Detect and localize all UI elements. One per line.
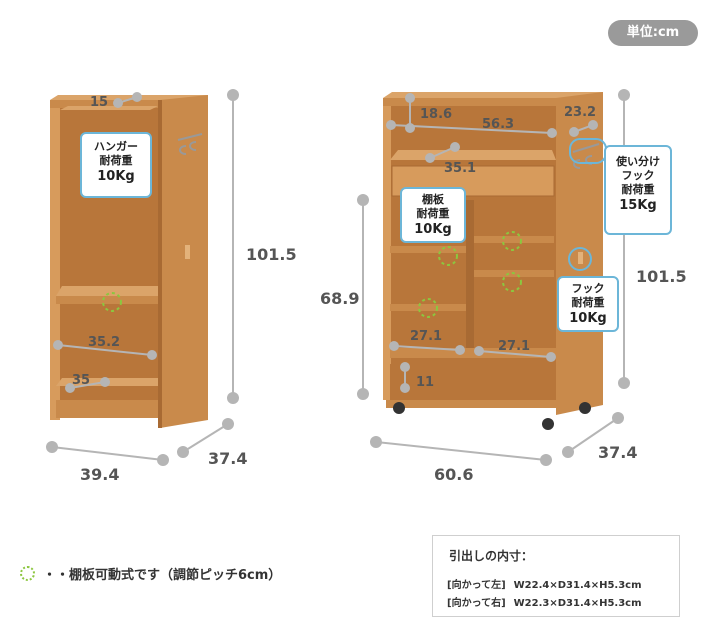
callout-multi-hook-line2: フック — [621, 169, 655, 182]
callout-shelf-line1: 棚板 — [422, 193, 444, 206]
right-dim-depth: 37.4 — [598, 443, 637, 462]
right-dim-inner-left: 27.1 — [410, 329, 442, 344]
left-dim-bottom-shelf: 35 — [72, 373, 90, 388]
callout-hook-line2: 耐荷重 — [571, 296, 605, 309]
callout-shelf-load: 棚板 耐荷重 10Kg — [400, 187, 466, 243]
drawer-row-value: W22.3×D31.4×H5.3cm — [513, 598, 642, 609]
drawer-info-title: 引出しの内寸： — [449, 549, 534, 563]
callout-shelf-load-value: 10Kg — [414, 222, 452, 237]
drawer-info-row-left: [向かって左] W22.4×D31.4×H5.3cm — [447, 576, 642, 591]
callout-hook-load: フック 耐荷重 10Kg — [557, 276, 619, 332]
callout-multi-hook-line1: 使い分け — [616, 155, 660, 168]
drawer-row-value: W22.4×D31.4×H5.3cm — [513, 580, 642, 591]
right-dim-width: 60.6 — [434, 465, 473, 484]
drawer-info-row-right: [向かって右] W22.3×D31.4×H5.3cm — [447, 594, 642, 609]
callout-hanger-load: ハンガー 耐荷重 10Kg — [80, 132, 152, 198]
callout-hanger-line2: 耐荷重 — [99, 154, 133, 167]
callout-multi-hook-line3: 耐荷重 — [621, 183, 655, 196]
unit-badge: 単位:cm — [608, 20, 698, 46]
right-dim-inner-right: 27.1 — [498, 339, 530, 354]
callout-hook-load-value: 10Kg — [569, 311, 607, 326]
right-dim-lower-height: 68.9 — [320, 289, 359, 308]
left-dim-top-shelf: 15 — [90, 95, 108, 110]
right-dim-bottom-gap: 11 — [416, 375, 434, 390]
left-dim-depth: 37.4 — [208, 449, 247, 468]
callout-hanger-line1: ハンガー — [94, 140, 138, 153]
left-dim-inner-width: 35.2 — [88, 335, 120, 350]
callout-multi-hook-load-value: 15Kg — [619, 198, 657, 213]
right-dim-top-right: 23.2 — [564, 105, 596, 120]
left-dim-height: 101.5 — [246, 245, 297, 264]
right-dim-height: 101.5 — [636, 267, 687, 286]
left-dimension-lines — [46, 89, 239, 466]
legend-text: ・・棚板可動式です（調節ピッチ6cm） — [43, 567, 282, 583]
adjustable-ring-icon — [20, 565, 35, 581]
drawer-row-label: [向かって左] — [447, 580, 506, 591]
right-dimension-lines — [357, 89, 630, 466]
left-dim-width: 39.4 — [80, 465, 119, 484]
callout-shelf-line2: 耐荷重 — [416, 207, 450, 220]
callout-hook-line1: フック — [571, 282, 605, 295]
drawer-inner-dimensions: 引出しの内寸： [向かって左] W22.4×D31.4×H5.3cm [向かって右… — [432, 535, 680, 617]
right-dim-top-width: 56.3 — [482, 117, 514, 132]
callout-hanger-load-value: 10Kg — [97, 169, 135, 184]
drawer-row-label: [向かって右] — [447, 598, 506, 609]
right-dim-drawer-gap: 35.1 — [444, 161, 476, 176]
adjustable-shelf-legend: ・・棚板可動式です（調節ピッチ6cm） — [20, 561, 281, 585]
callout-multi-hook-load: 使い分け フック 耐荷重 15Kg — [604, 145, 672, 235]
right-dim-top-left: 18.6 — [420, 107, 452, 122]
